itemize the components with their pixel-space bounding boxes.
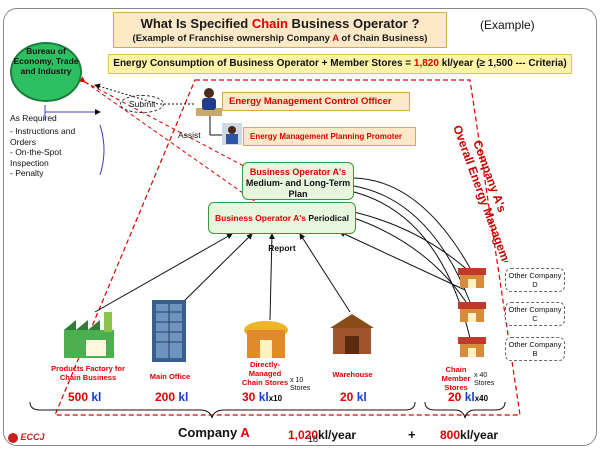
title-line-1: What Is Specified Chain Business Operato… [140, 16, 420, 31]
facility-label: Products Factory for Chain Business [51, 364, 125, 382]
submit-label: Submit [120, 95, 165, 113]
other-company-d: Other Company D [505, 268, 565, 292]
facility-value: 20 kl [340, 390, 367, 404]
other-company-b: Other Company B [505, 337, 565, 361]
promoter-person-icon [222, 123, 242, 150]
example-label: (Example) [480, 18, 535, 32]
office-building-icon [148, 300, 190, 367]
company-a-label: Company A [178, 425, 250, 440]
facility-label: Main Office [149, 372, 191, 381]
member-stores-total: 800kl/year [440, 428, 499, 442]
member-store-icon [458, 266, 486, 293]
planning-promoter-box: Energy Management Planning Promoter [243, 127, 416, 146]
other-company-c: Other Company C [505, 302, 565, 326]
factory-icon [64, 312, 124, 363]
as-required-label: As Required [10, 113, 57, 123]
member-store-icon [458, 335, 486, 362]
medium-long-term-plan-box: Business Operator A's Medium- and Long-T… [242, 162, 354, 200]
page-number: 18 [308, 434, 319, 444]
title-box: What Is Specified Chain Business Operato… [113, 12, 447, 48]
officer-person-icon [196, 86, 222, 123]
stores-count-x10: x 10 Stores [290, 377, 311, 392]
required-item: - Penalty [10, 168, 44, 178]
stores-count-x40: x 40 Stores [474, 372, 495, 387]
company-a-total: 1,020kl/year [288, 428, 357, 442]
eccj-logo: ECCJ [8, 432, 45, 443]
required-item: - On-the-Spot Inspection [10, 147, 62, 168]
facility-value: 30 klx10 [242, 390, 283, 404]
energy-consumption-bar: Energy Consumption of Business Operator … [108, 54, 572, 74]
title-line-2: (Example of Franchise ownership Company … [132, 33, 428, 44]
facility-label: Directly-Managed Chain Stores [241, 360, 289, 387]
energy-officer-box: Energy Management Control Officer [222, 92, 410, 111]
slide-frame [3, 8, 597, 446]
eccj-logo-icon [8, 432, 18, 443]
facility-value: 500 kl [68, 390, 102, 404]
member-store-icon [458, 300, 486, 327]
plus-sign: + [408, 427, 416, 442]
chain-store-icon [244, 320, 288, 363]
facility-value: 20 klx40 [448, 390, 489, 404]
bureau-node: Bureau of Economy, Trade and Industry [10, 42, 82, 102]
assist-label: Assist [178, 130, 201, 140]
facility-label: Warehouse [332, 370, 373, 379]
periodical-report-box: Business Operator A's Periodical Report [208, 202, 356, 253]
required-item: - Instructions and Orders [10, 126, 76, 147]
system-label: Company A's Overall Energy Management Sy… [418, 112, 534, 323]
facility-label: Chain Member Stores [441, 365, 471, 392]
facility-value: 200 kl [155, 390, 189, 404]
warehouse-icon [330, 314, 374, 359]
